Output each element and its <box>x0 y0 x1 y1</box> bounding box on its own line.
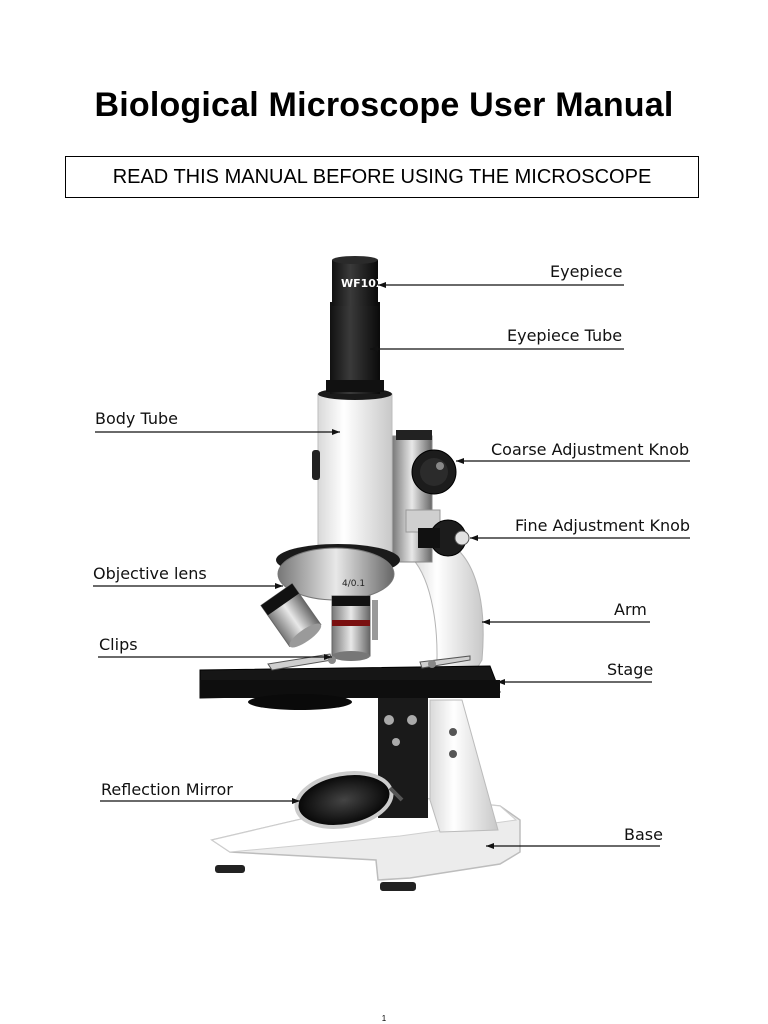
label-eyepiece: Eyepiece <box>550 262 623 281</box>
label-body-tube: Body Tube <box>95 409 178 428</box>
pillar-part <box>430 700 498 832</box>
label-reflection-mirror: Reflection Mirror <box>101 780 233 799</box>
label-eyepiece-tube: Eyepiece Tube <box>507 326 622 345</box>
label-base: Base <box>624 825 663 844</box>
label-objective-lens: Objective lens <box>93 564 207 583</box>
label-stage: Stage <box>607 660 653 679</box>
label-clips: Clips <box>99 635 138 654</box>
warning-notice-text: READ THIS MANUAL BEFORE USING THE MICROS… <box>113 166 652 189</box>
eyepiece-marking: WF10X <box>341 277 385 290</box>
coarse-knob-part <box>412 450 456 494</box>
eyepiece-part: WF10X <box>332 256 385 306</box>
warning-notice-box: READ THIS MANUAL BEFORE USING THE MICROS… <box>65 156 699 198</box>
label-coarse-adjustment-knob: Coarse Adjustment Knob <box>491 440 689 459</box>
body-tube-part <box>312 388 392 564</box>
label-arm: Arm <box>614 600 647 619</box>
objective-marking: 4/0.1 <box>342 579 365 589</box>
label-fine-adjustment-knob: Fine Adjustment Knob <box>515 516 690 535</box>
page-number: 1 <box>0 1014 768 1023</box>
document-title: Biological Microscope User Manual <box>0 86 768 125</box>
microscope-diagram: WF10X 4/0.1 <box>0 240 768 910</box>
